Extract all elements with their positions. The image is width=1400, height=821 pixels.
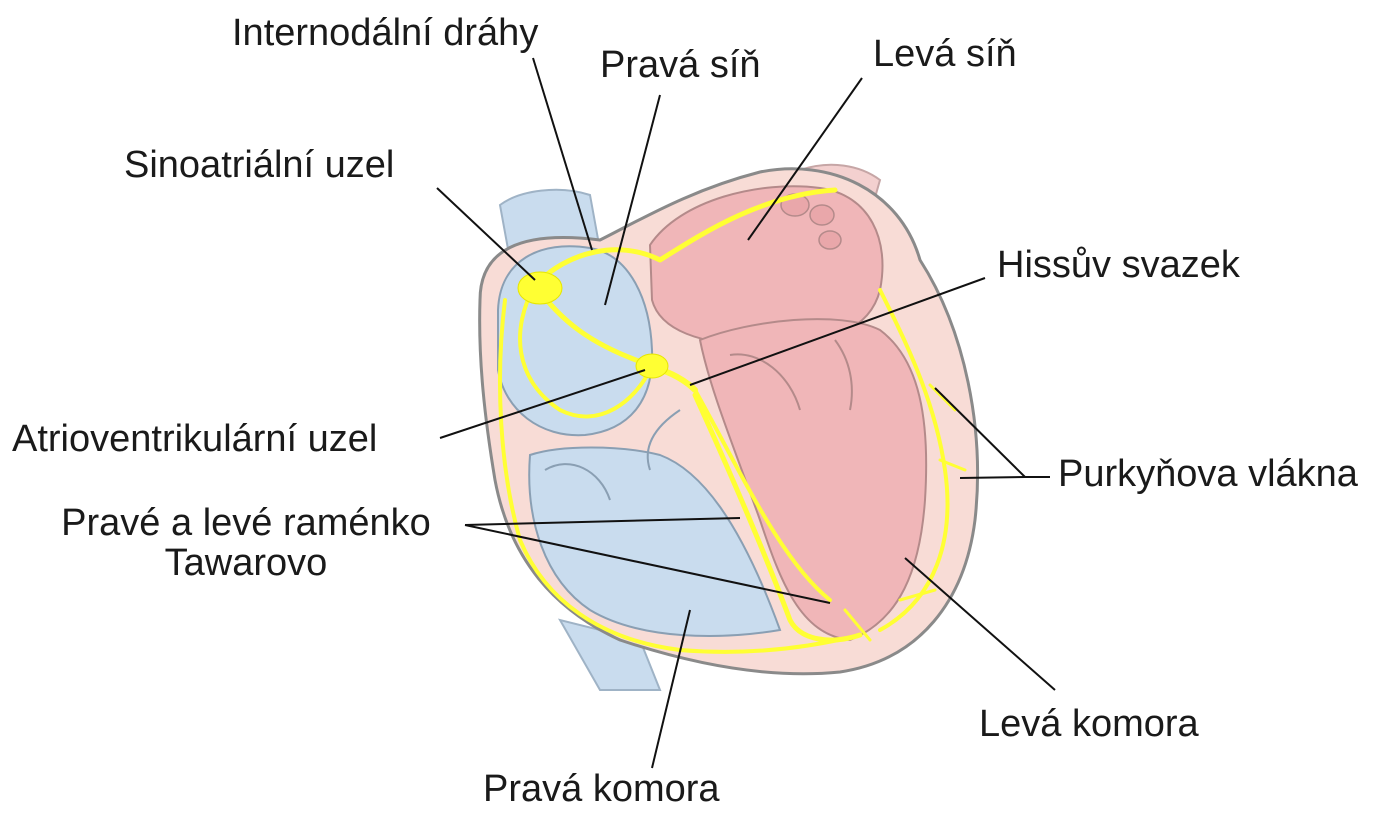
- leader-purkinje: [960, 477, 1025, 478]
- label-right-ventricle: Pravá komora: [483, 770, 720, 810]
- label-his-bundle: Hissův svazek: [997, 246, 1240, 286]
- sa-node: [518, 272, 562, 304]
- label-av-node: Atrioventrikulární uzel: [12, 420, 377, 460]
- label-bundle-branches: Pravé a levé raménko Tawarovo: [36, 504, 456, 584]
- label-internodal-pathways: Internodální dráhy: [232, 14, 538, 54]
- label-purkinje-fibers: Purkyňova vlákna: [1058, 455, 1358, 495]
- label-right-atrium: Pravá síň: [600, 46, 761, 86]
- label-bundle-branches-line2: Tawarovo: [36, 544, 456, 584]
- label-left-atrium: Levá síň: [873, 35, 1017, 75]
- pulmonary-vein-opening: [819, 231, 841, 249]
- label-left-ventricle: Levá komora: [979, 705, 1199, 745]
- pulmonary-vein-opening: [810, 205, 834, 225]
- label-sa-node: Sinoatriální uzel: [124, 146, 394, 186]
- label-bundle-branches-line1: Pravé a levé raménko: [36, 504, 456, 544]
- av-node: [636, 354, 668, 378]
